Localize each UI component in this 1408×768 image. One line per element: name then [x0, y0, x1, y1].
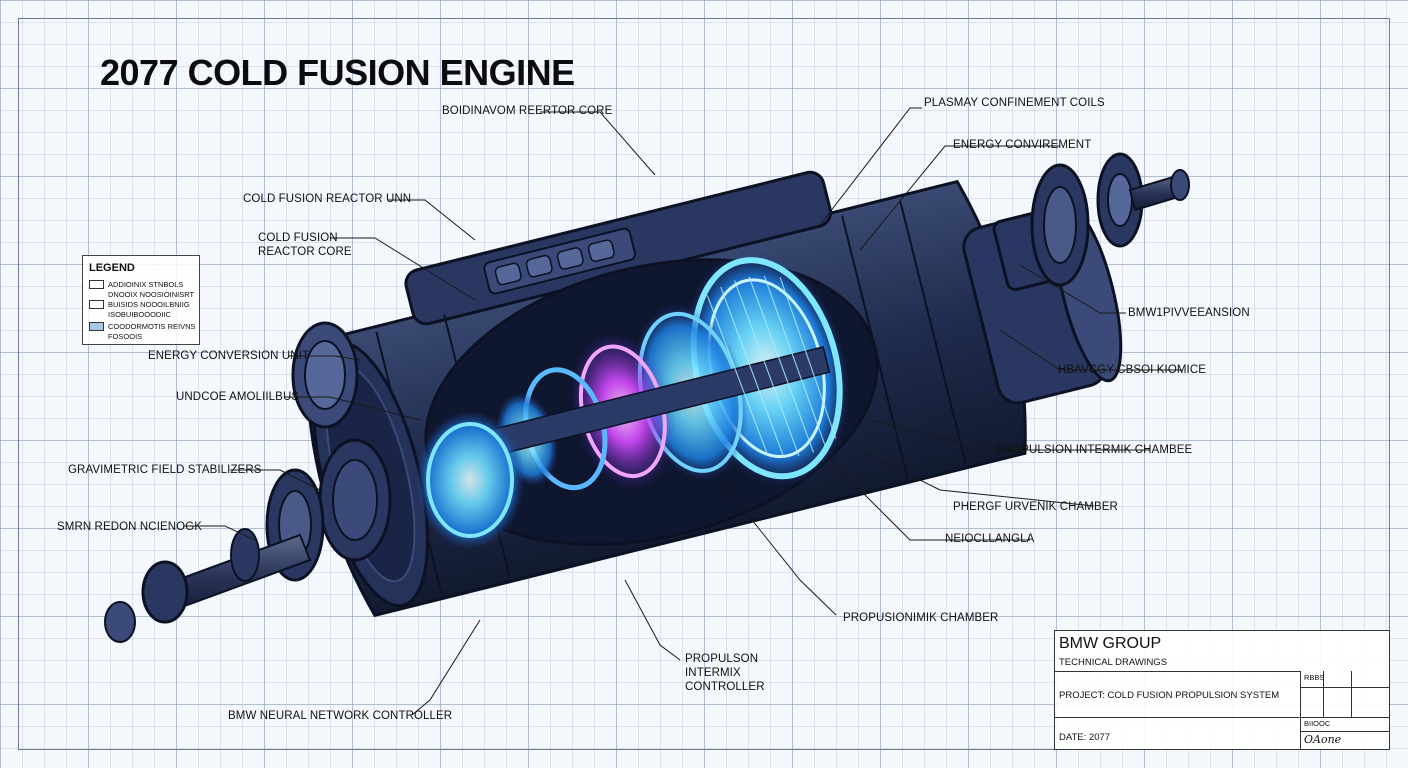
legend-item-label: COODORMOTIS REIVNS [108, 322, 196, 331]
title-block-project: PROJECT: COLD FUSION PROPULSION SYSTEM [1059, 690, 1280, 701]
title-block-divider [1323, 671, 1324, 717]
title-block-divider [1055, 671, 1300, 672]
title-block-divider [1055, 717, 1389, 718]
label-hbavcgy: HBAVCGY CBSOI KIOMICE [1058, 364, 1207, 376]
label-neural-controller: BMW NEURAL NETWORK CONTROLLER [228, 710, 453, 722]
legend-item-label: ISOBUIBOOODIIC [108, 310, 171, 319]
title-block-signature: OAone [1304, 733, 1342, 746]
title-block-subtitle: TECHNICAL DRAWINGS [1059, 657, 1168, 668]
legend-item: COODORMOTIS REIVNS [89, 322, 196, 331]
label-propusionimik: PROPUSIONIMIK CHAMBER [843, 612, 999, 624]
label-gravimetric-stabilizers: GRAVIMETRIC FIELD STABILIZERS [68, 464, 262, 476]
legend-item: FOSOOIS [108, 332, 142, 341]
label-boidinavom-reactor-core: BOIDINAVOM REERTOR CORE [442, 105, 613, 117]
legend-swatch [89, 300, 104, 309]
legend-item-label: FOSOOIS [108, 332, 143, 341]
title-block-divider [1300, 671, 1301, 749]
legend-swatch [89, 280, 104, 289]
label-reactor-unn: COLD FUSION REACTOR UNN [243, 193, 412, 205]
label-plasmay-coils: PLASMAY CONFINEMENT COILS [924, 97, 1105, 109]
legend-item-label: ADDIOINIX STNBOLS [108, 280, 184, 289]
label-energy-convirement: ENERGY CONVIREMENT [953, 139, 1092, 151]
drawing-title: 2077 COLD FUSION ENGINE [100, 52, 575, 93]
legend-item: DNOOIX NOOSIOINISRT [108, 290, 194, 299]
title-block-divider [1351, 671, 1352, 717]
drawing-frame [18, 18, 1390, 750]
label-bmw-ivvenansion: BMW1PIVVEEANSION [1128, 307, 1250, 319]
title-block-divider [1300, 731, 1389, 732]
legend-title: LEGEND [89, 262, 135, 274]
legend-item: BUISIDS NOOOILBNIIG [89, 300, 190, 309]
title-block-divider [1300, 687, 1389, 688]
title-block-scale: BIIOOC [1304, 719, 1331, 728]
label-propulson-controller: PROPULSON INTERMIX CONTROLLER [685, 653, 765, 693]
legend-item-label: DNOOIX NOOSIOINISRT [108, 290, 195, 299]
label-undcoe: UNDCOE AMOLIILBUS [176, 391, 300, 403]
legend-item-label: BUISIDS NOOOILBNIIG [108, 300, 190, 309]
label-smrn: SMRN REDON NCIENOGK [57, 521, 203, 533]
legend-box: LEGEND ADDIOINIX STNBOLS DNOOIX NOOSIOIN… [82, 255, 200, 345]
title-block: BMW GROUP TECHNICAL DRAWINGS PROJECT: CO… [1054, 630, 1390, 750]
label-propulsion-intermik: PROPULSION INTERMIK CHAMBEE [996, 444, 1193, 456]
title-block-date: DATE: 2077 [1059, 732, 1111, 743]
title-block-rev: RBBS [1304, 673, 1325, 682]
legend-swatch [89, 322, 104, 331]
label-reactor-core: COLD FUSION REACTOR CORE [258, 232, 352, 258]
label-neiocllangla: NEIOCLLANGLA [945, 533, 1035, 545]
label-energy-conversion-unit: ENERGY CONVERSION UNIT [148, 350, 310, 362]
legend-item: ADDIOINIX STNBOLS [89, 280, 183, 289]
title-block-company: BMW GROUP [1059, 635, 1162, 652]
legend-item: ISOBUIBOOODIIC [108, 310, 171, 319]
label-phergf: PHERGF URVENIK CHAMBER [953, 501, 1118, 513]
